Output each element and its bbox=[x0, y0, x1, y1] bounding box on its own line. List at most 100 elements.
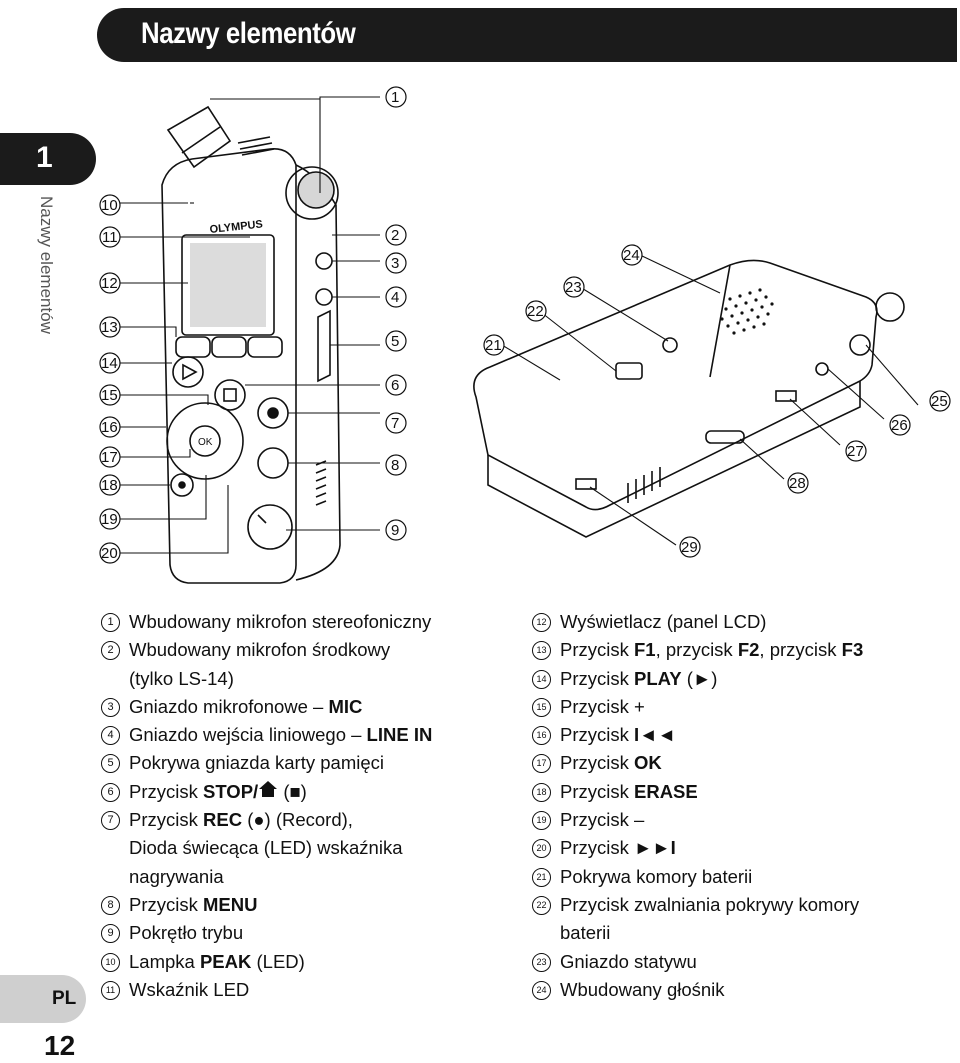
svg-text:7: 7 bbox=[391, 415, 399, 432]
lcd-screen bbox=[181, 234, 275, 336]
left-microphone bbox=[166, 105, 232, 169]
f2-key bbox=[211, 336, 247, 358]
back-mic-jack bbox=[849, 334, 871, 356]
right-microphone bbox=[285, 166, 339, 220]
erase-key bbox=[170, 473, 194, 497]
callout-21: 21 bbox=[483, 334, 505, 356]
callout-11: 11 bbox=[99, 226, 121, 248]
page-title: Nazwy elementów bbox=[141, 17, 356, 50]
brand-logo: OLYMPUS bbox=[209, 218, 263, 236]
callout-15: 15 bbox=[99, 384, 121, 406]
mic-jack bbox=[315, 252, 333, 270]
f1-key bbox=[175, 336, 211, 358]
mode-dial bbox=[247, 504, 293, 550]
svg-text:29: 29 bbox=[681, 539, 698, 556]
svg-text:9: 9 bbox=[391, 522, 399, 539]
device-diagram: OK OLYMPUS bbox=[90, 75, 960, 595]
chapter-side-text: Nazwy elementów bbox=[37, 196, 56, 334]
battery-release bbox=[615, 362, 643, 380]
svg-text:10: 10 bbox=[101, 197, 118, 214]
device-illustration: OK OLYMPUS bbox=[99, 86, 951, 584]
callout-17: 17 bbox=[99, 446, 121, 468]
svg-text:26: 26 bbox=[891, 417, 908, 434]
chapter-side-label: Nazwy elementów bbox=[36, 196, 58, 366]
f3-key bbox=[247, 336, 283, 358]
callout-13: 13 bbox=[99, 316, 121, 338]
strap-hole bbox=[575, 478, 597, 490]
svg-text:12: 12 bbox=[101, 275, 118, 292]
svg-text:1: 1 bbox=[391, 89, 399, 106]
svg-text:27: 27 bbox=[847, 443, 864, 460]
callout-27: 27 bbox=[845, 440, 867, 462]
ok-key bbox=[189, 425, 221, 457]
stop-key bbox=[214, 379, 246, 411]
callout-12: 12 bbox=[99, 272, 121, 294]
svg-text:11: 11 bbox=[102, 229, 118, 246]
language-tab: PL bbox=[0, 975, 86, 1023]
callout-8: 8 bbox=[385, 454, 407, 476]
ok-key-label: OK bbox=[198, 437, 213, 448]
speaker-grill bbox=[720, 288, 774, 335]
callout-7: 7 bbox=[385, 412, 407, 434]
headphone-jack bbox=[815, 362, 829, 376]
callout-4: 4 bbox=[385, 286, 407, 308]
menu-key bbox=[257, 447, 289, 479]
svg-text:21: 21 bbox=[485, 337, 502, 354]
language-code: PL bbox=[52, 988, 77, 1009]
svg-text:28: 28 bbox=[789, 475, 806, 492]
callout-lines bbox=[120, 96, 919, 554]
line-in-jack bbox=[315, 288, 333, 306]
callout-9: 9 bbox=[385, 519, 407, 541]
callout-23: 23 bbox=[563, 276, 585, 298]
home-icon bbox=[259, 780, 278, 797]
chapter-number: 1 bbox=[36, 141, 53, 174]
callout-16: 16 bbox=[99, 416, 121, 438]
navigation-ring bbox=[166, 402, 244, 480]
callout-5: 5 bbox=[385, 330, 407, 352]
svg-text:16: 16 bbox=[101, 419, 118, 436]
svg-text:5: 5 bbox=[391, 333, 399, 350]
svg-text:22: 22 bbox=[527, 303, 544, 320]
front-view: OK bbox=[161, 105, 341, 584]
svg-text:23: 23 bbox=[565, 279, 582, 296]
svg-text:4: 4 bbox=[391, 289, 399, 306]
svg-text:24: 24 bbox=[623, 247, 640, 264]
tripod-socket bbox=[662, 337, 678, 353]
svg-text:19: 19 bbox=[101, 511, 118, 528]
callout-20: 20 bbox=[99, 542, 121, 564]
callout-22: 22 bbox=[525, 300, 547, 322]
callout-26: 26 bbox=[889, 414, 911, 436]
callout-25: 25 bbox=[929, 390, 951, 412]
callout-19: 19 bbox=[99, 508, 121, 530]
svg-text:3: 3 bbox=[391, 255, 399, 272]
back-mic-capsule bbox=[875, 292, 905, 322]
callout-10: 10 bbox=[99, 194, 121, 216]
callout-3: 3 bbox=[385, 252, 407, 274]
svg-text:13: 13 bbox=[101, 319, 118, 336]
front-body bbox=[161, 148, 297, 584]
callout-6: 6 bbox=[385, 374, 407, 396]
usb-port bbox=[775, 390, 797, 402]
card-slot-side bbox=[705, 430, 745, 444]
